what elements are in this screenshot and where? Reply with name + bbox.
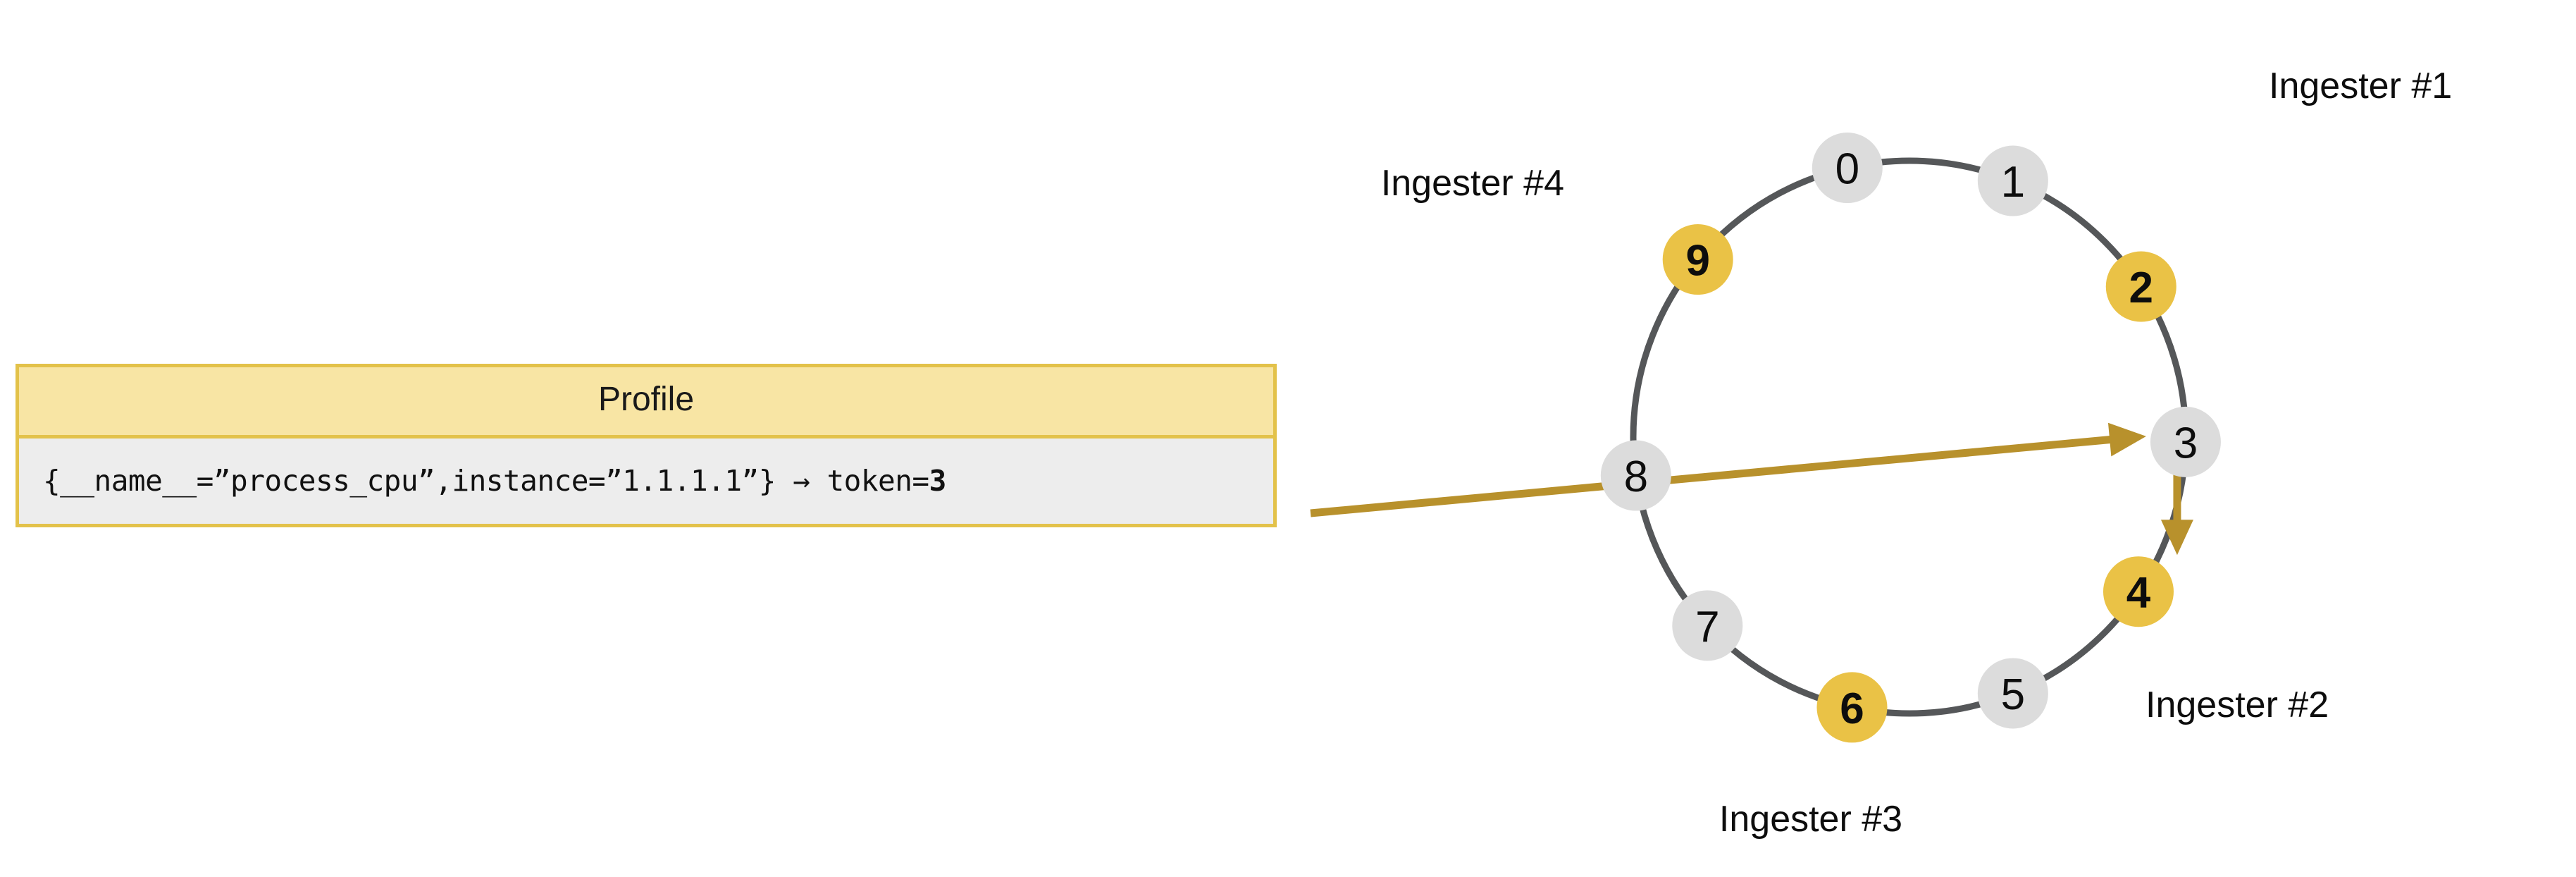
ring-node-circle-2 [2105,251,2176,322]
ring-node-token-0: 0 [1835,145,1859,194]
ring-node-token-8: 8 [1624,453,1648,501]
ring-node-2[interactable]: 2 [2105,251,2176,322]
profile-card-body: {__name__=”process_cpu”,instance=”1.1.1.… [19,438,1273,524]
ring-node-circle-8 [1600,440,1671,511]
ring-node-circle-1 [1977,145,2048,216]
ring-node-token-1: 1 [2001,158,2025,207]
ring-node-token-4: 4 [2126,569,2151,618]
ring-node-circle-5 [1977,658,2048,729]
ring-node-token-5: 5 [2001,670,2025,719]
ring-node-0[interactable]: 0 [1812,133,1883,204]
ring-node-1[interactable]: 1 [1977,145,2048,216]
profile-to-node3-line [1310,435,2114,517]
ring-node-8[interactable]: 8 [1600,440,1671,511]
ingester-3-label: Ingester #3 [1719,799,1902,840]
ring-node-circle-7 [1672,590,1743,661]
ring-node-circle-4 [2103,556,2174,627]
node3-to-node4-arrowhead [2160,520,2193,556]
ring-node-token-9: 9 [1685,237,1709,286]
ring-node-6[interactable]: 6 [1816,672,1888,743]
ingester-labels: Ingester #1 Ingester #2 Ingester #3 Ingeste… [1381,66,2452,840]
ring-node-circle-0 [1812,133,1883,204]
ring-node-7[interactable]: 7 [1672,590,1743,661]
profile-series-selector: {__name__=”process_cpu”,instance=”1.1.1.… [43,464,929,498]
ring-node-4[interactable]: 4 [2103,556,2174,627]
ingester-4-label: Ingester #4 [1381,163,1564,204]
flow-arrows [1310,422,2193,556]
ingester-2-label: Ingester #2 [2145,685,2329,725]
profile-to-node3-arrowhead [2107,422,2146,457]
profile-card: Profile {__name__=”process_cpu”,instance… [16,364,1277,527]
ring-node-9[interactable]: 9 [1662,224,1733,295]
ring-node-5[interactable]: 5 [1977,658,2048,729]
ring-node-circle-9 [1662,224,1733,295]
ring-nodes: 0 1 2 3 4 5 6 7 8 9 [1600,133,2221,743]
profile-token-value: 3 [929,464,947,498]
ring-node-token-2: 2 [2129,264,2153,312]
ring-node-token-3: 3 [2174,419,2198,467]
ring-node-circle-6 [1816,672,1888,743]
ring-node-token-6: 6 [1840,685,1864,733]
ring-node-circle-3 [2150,406,2221,477]
ring-node-3[interactable]: 3 [2150,406,2221,477]
ring-node-token-7: 7 [1695,603,1719,651]
profile-card-title: Profile [19,367,1273,438]
ingester-1-label: Ingester #1 [2269,66,2452,106]
